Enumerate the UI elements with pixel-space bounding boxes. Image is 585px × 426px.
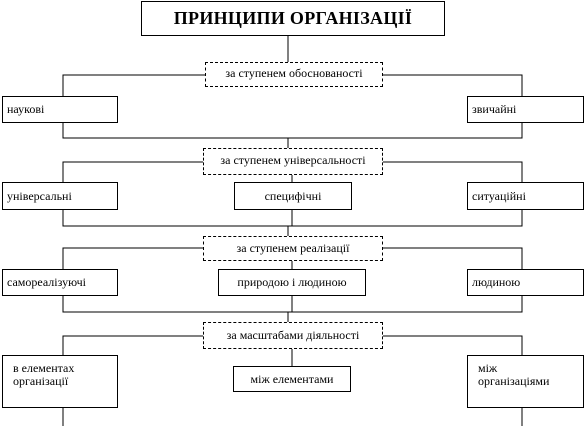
node-scientific: наукові: [2, 96, 118, 123]
diagram-title: ПРИНЦИПИ ОРГАНІЗАЦІЇ: [141, 1, 445, 36]
node-by-nature-and-human: природою і людиною: [218, 269, 366, 296]
node-specific: специфічні: [234, 182, 352, 210]
node-in-org-elements: в елементах організації: [2, 355, 118, 408]
criterion-justification: за ступенем обоснованості: [205, 62, 383, 87]
criterion-universality: за ступенем універсальності: [203, 148, 383, 175]
node-in-org-elements-line2: організації: [13, 374, 69, 388]
criterion-scale: за масштабами діяльності: [203, 322, 383, 349]
node-self-realizing: самореалізуючі: [2, 269, 118, 296]
node-by-human: людиною: [467, 269, 584, 296]
node-in-org-elements-line1: в елементах: [13, 361, 75, 375]
node-between-orgs: між організаціями: [467, 355, 584, 408]
node-ordinary: звичайні: [467, 96, 584, 123]
node-between-orgs-line1: між: [478, 361, 498, 375]
criterion-realization: за ступенем реалізації: [203, 236, 383, 261]
node-between-orgs-line2: організаціями: [478, 374, 550, 388]
node-universal: універсальні: [2, 182, 118, 210]
node-situational: ситуаційні: [467, 182, 584, 210]
node-between-elements: між елементами: [233, 366, 351, 392]
